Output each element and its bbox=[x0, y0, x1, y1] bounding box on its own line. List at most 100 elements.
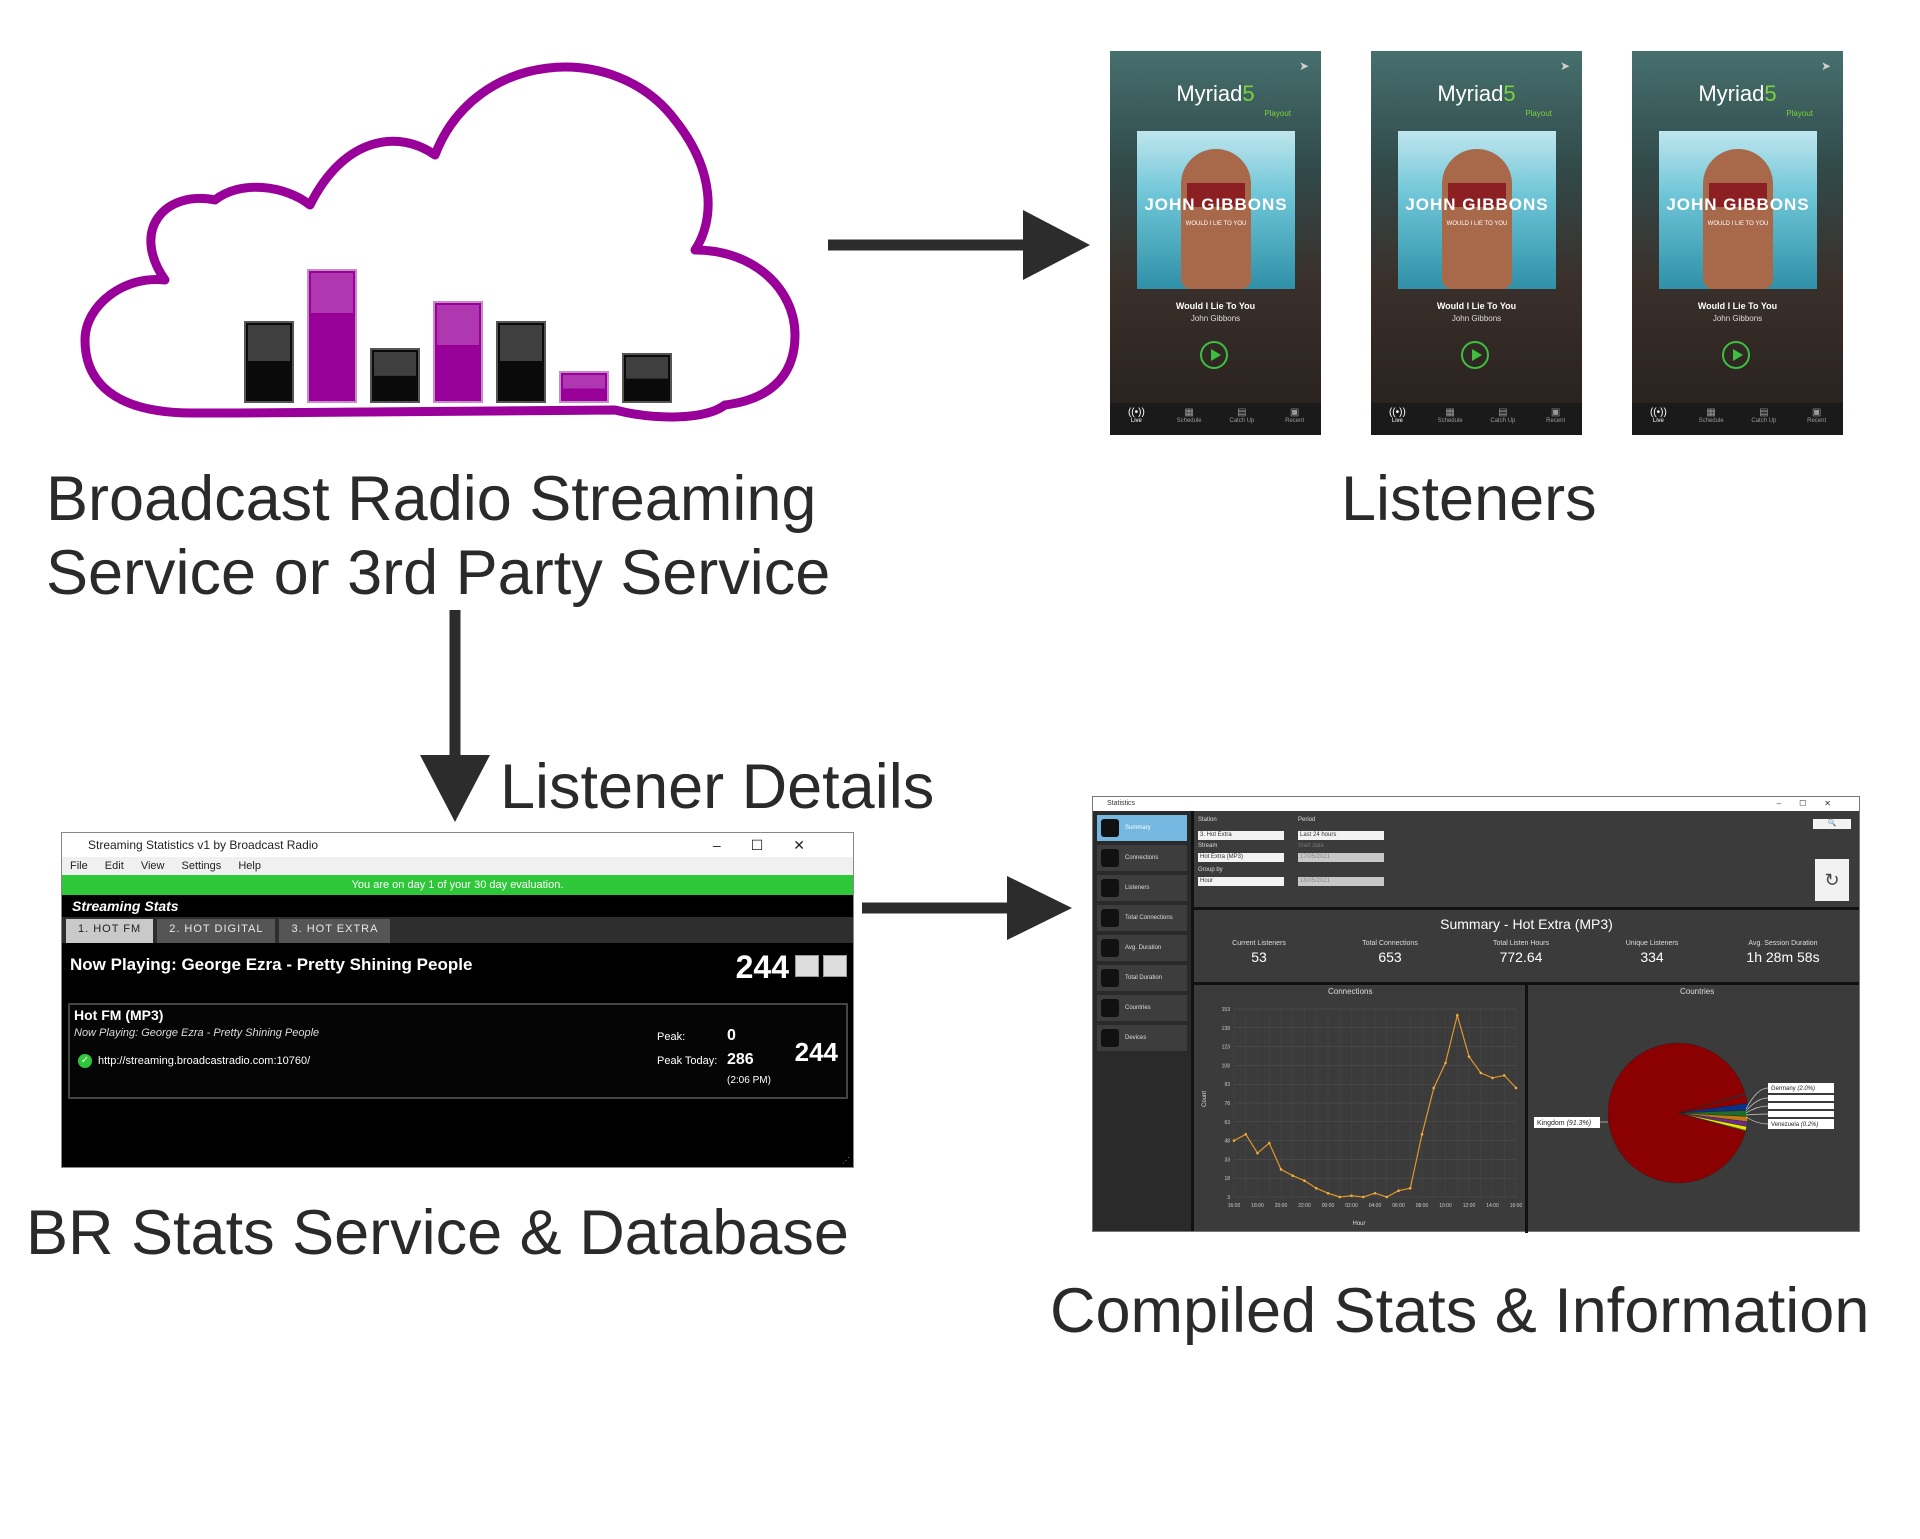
data-point bbox=[1432, 1086, 1436, 1090]
y-tick-label: 78 bbox=[1224, 1101, 1230, 1107]
nav-recent[interactable]: ▣Recent bbox=[1790, 403, 1843, 435]
cloud-bar-7 bbox=[622, 353, 672, 403]
bottom-nav: ((•))Live ▦Schedule ▤Catch Up ▣Recent bbox=[1632, 403, 1843, 435]
x-tick-label: 06:00 bbox=[1392, 1203, 1405, 1209]
pie-label-box-bottom bbox=[1768, 1119, 1834, 1129]
cloud-bar-highlight bbox=[374, 352, 416, 376]
bar-chart-icon bbox=[244, 269, 672, 403]
nav-schedule[interactable]: ▦Schedule bbox=[1424, 403, 1477, 435]
nav-live[interactable]: ((•))Live bbox=[1110, 403, 1163, 435]
album-art: JOHN GIBBONS WOULD I LIE TO YOU bbox=[1659, 131, 1817, 289]
x-tick-label: 16:00 bbox=[1228, 1203, 1241, 1209]
minimize-icon[interactable]: – bbox=[712, 837, 751, 853]
nav-catch-up[interactable]: ▤Catch Up bbox=[1216, 403, 1269, 435]
cloud-bar-4 bbox=[433, 301, 483, 403]
play-button[interactable] bbox=[1200, 341, 1228, 369]
end-date-input[interactable]: 18/05/2021 bbox=[1298, 877, 1384, 886]
refresh-button[interactable]: ↻ bbox=[1815, 859, 1849, 901]
y-tick-label: 138 bbox=[1222, 1026, 1231, 1032]
streaming-stats-window: Streaming Statistics v1 by Broadcast Rad… bbox=[61, 832, 854, 1168]
calendar-icon: ▦ bbox=[1184, 407, 1194, 418]
play-button[interactable] bbox=[1722, 341, 1750, 369]
pie-icon bbox=[1101, 819, 1119, 837]
sidebar-item-summary[interactable]: Summary bbox=[1097, 815, 1187, 841]
list-view-icon[interactable] bbox=[795, 955, 819, 977]
nav-schedule[interactable]: ▦Schedule bbox=[1685, 403, 1738, 435]
sidebar-item-total-duration[interactable]: Total Duration bbox=[1097, 965, 1187, 991]
album-art-title: JOHN GIBBONS bbox=[1144, 195, 1288, 214]
connections-title: Connections bbox=[1328, 987, 1373, 996]
close-icon[interactable]: ✕ bbox=[793, 837, 835, 853]
arrow-to-listeners bbox=[828, 210, 1090, 280]
pie-label-top: Germany (2.0%) bbox=[1771, 1086, 1815, 1092]
sidebar-item-countries[interactable]: Countries bbox=[1097, 995, 1187, 1021]
resize-grip-icon[interactable]: ⋰ bbox=[842, 1156, 850, 1165]
cloud-bar-3 bbox=[370, 348, 420, 403]
cloud-outline bbox=[80, 62, 800, 422]
catch-up-icon: ▤ bbox=[1759, 407, 1769, 418]
cloud-bar-highlight bbox=[563, 375, 605, 389]
calendar-icon: ▦ bbox=[1445, 407, 1455, 418]
menu-view[interactable]: View bbox=[140, 860, 165, 872]
tab-hot-extra[interactable]: 3. HOT EXTRA bbox=[279, 919, 391, 943]
nav-recent[interactable]: ▣Recent bbox=[1529, 403, 1582, 435]
track-artist: John Gibbons bbox=[1712, 314, 1763, 323]
arrow-down-to-stats bbox=[420, 610, 490, 822]
start-date-input[interactable]: 17/05/2021 bbox=[1298, 853, 1384, 862]
myriad-logo: Myriad5 bbox=[1698, 81, 1777, 106]
nav-live[interactable]: ((•))Live bbox=[1632, 403, 1685, 435]
sidebar-item-listeners[interactable]: Listeners bbox=[1097, 875, 1187, 901]
caption-listener-details: Listener Details bbox=[500, 752, 935, 822]
phone-screen-1: ➤ Myriad5 Playout JOHN GIBBONS WOULD I L… bbox=[1110, 51, 1321, 435]
countries-chart: Kingdom (91.3%) Germany (2.0%) Venezuela… bbox=[1534, 1042, 1834, 1184]
menu-settings[interactable]: Settings bbox=[181, 860, 222, 872]
pie-label-box-top bbox=[1768, 1083, 1834, 1093]
search-icon[interactable]: 🔍 bbox=[1813, 819, 1851, 829]
station-label: Station bbox=[1198, 817, 1217, 823]
send-icon[interactable]: ➤ bbox=[1820, 59, 1831, 73]
stream-select[interactable]: Hot Extra (MP3) bbox=[1198, 853, 1284, 862]
logo-subtitle: Playout bbox=[1525, 109, 1552, 118]
x-axis-label: Hour bbox=[1352, 1221, 1365, 1227]
pie-leader-line bbox=[1745, 1116, 1769, 1125]
myriad-logo: Myriad5 bbox=[1176, 81, 1255, 106]
send-icon[interactable]: ➤ bbox=[1559, 59, 1570, 73]
tab-hot-fm[interactable]: 1. HOT FM bbox=[66, 919, 154, 943]
menu-edit[interactable]: Edit bbox=[104, 860, 124, 872]
data-point bbox=[1256, 1151, 1259, 1155]
y-tick-label: 108 bbox=[1222, 1063, 1231, 1069]
tab-hot-digital[interactable]: 2. HOT DIGITAL bbox=[157, 919, 276, 943]
send-icon[interactable]: ➤ bbox=[1298, 59, 1309, 73]
nav-catch-up[interactable]: ▤Catch Up bbox=[1738, 403, 1791, 435]
period-select[interactable]: Last 24 hours bbox=[1298, 831, 1384, 840]
nav-schedule[interactable]: ▦Schedule bbox=[1163, 403, 1216, 435]
sidebar-item-avg-duration[interactable]: Avg. Duration bbox=[1097, 935, 1187, 961]
maximize-icon[interactable]: ☐ bbox=[750, 837, 794, 853]
check-icon: ✓ bbox=[78, 1054, 92, 1068]
minimize-icon[interactable]: – bbox=[1776, 799, 1800, 808]
cloud-bar-2 bbox=[307, 269, 357, 403]
live-icon: ((•)) bbox=[1649, 407, 1667, 418]
maximize-icon[interactable]: ☐ bbox=[1799, 799, 1825, 808]
play-button[interactable] bbox=[1461, 341, 1489, 369]
menu-help[interactable]: Help bbox=[238, 860, 261, 872]
stream-url[interactable]: http://streaming.broadcastradio.com:1076… bbox=[98, 1055, 311, 1067]
nav-live[interactable]: ((•))Live bbox=[1371, 403, 1424, 435]
period-label: Period bbox=[1298, 817, 1316, 823]
stream-name: Hot FM (MP3) bbox=[74, 1007, 164, 1023]
peak-label: Peak: bbox=[657, 1031, 686, 1043]
sidebar-item-devices[interactable]: Devices bbox=[1097, 1025, 1187, 1051]
calendar-icon[interactable] bbox=[823, 955, 847, 977]
nav-recent[interactable]: ▣Recent bbox=[1268, 403, 1321, 435]
track-title: Would I Lie To You bbox=[1436, 301, 1517, 311]
y-tick-label: 3 bbox=[1227, 1195, 1230, 1201]
sidebar-item-total-connections[interactable]: Total Connections bbox=[1097, 905, 1187, 931]
group-by-select[interactable]: Hour bbox=[1198, 877, 1284, 886]
data-point bbox=[1244, 1133, 1248, 1136]
menu-file[interactable]: File bbox=[70, 860, 88, 872]
sidebar-item-connections[interactable]: Connections bbox=[1097, 845, 1187, 871]
nav-catch-up[interactable]: ▤Catch Up bbox=[1477, 403, 1530, 435]
station-select[interactable]: 3. Hot Extra bbox=[1198, 831, 1284, 840]
close-icon[interactable]: ✕ bbox=[1824, 799, 1849, 808]
